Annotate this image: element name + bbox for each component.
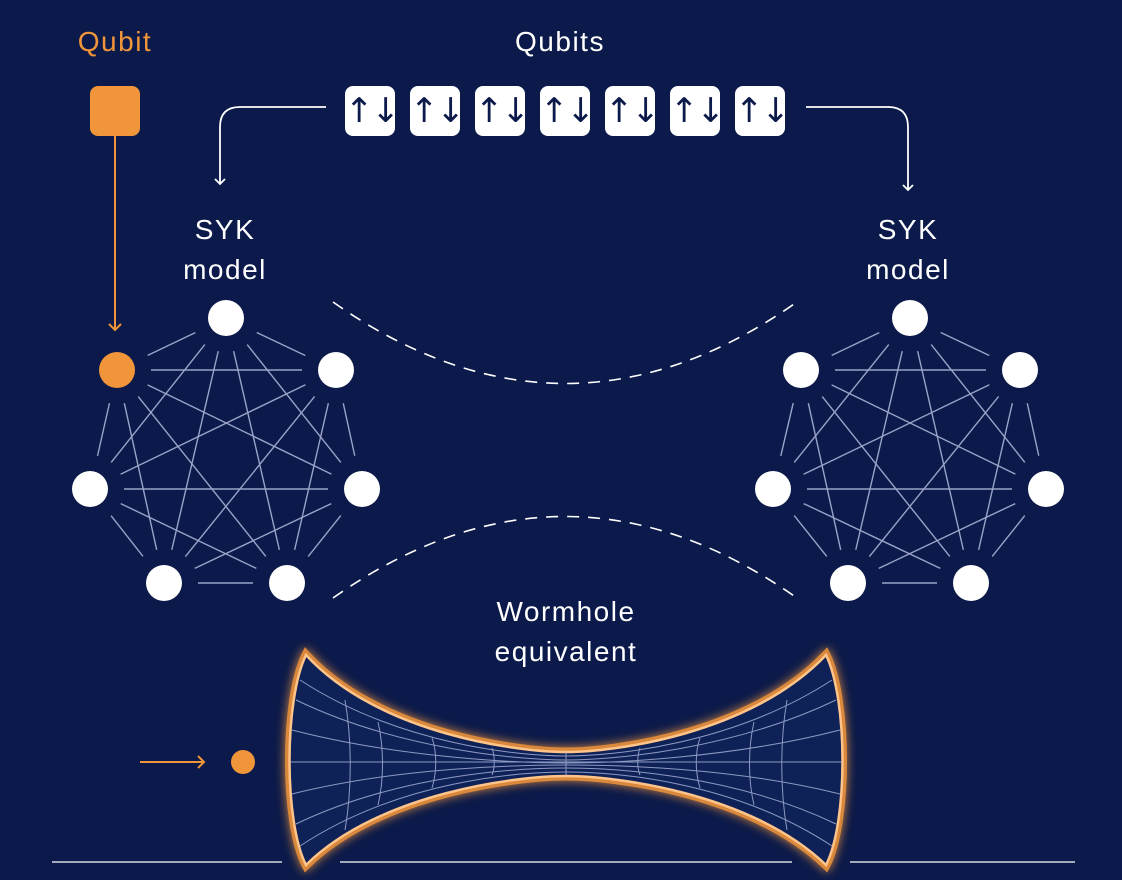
qubit-spin-box: ↑↓	[410, 86, 465, 136]
qubit-spin-box: ↑↓	[540, 86, 595, 136]
syk-edge	[803, 502, 941, 570]
qubit-spin-box: ↑↓	[345, 86, 400, 136]
qubit-spin-box: ↑↓	[475, 86, 530, 136]
syk-edge	[803, 384, 990, 475]
orange-qubit-box	[90, 86, 140, 136]
syk-node	[783, 352, 819, 388]
syk-model-left-label: SYK model	[183, 214, 267, 285]
qubit-label: Qubit	[77, 26, 153, 57]
syk-edge	[342, 403, 356, 456]
syk-edge	[246, 344, 342, 463]
syk-edge	[307, 515, 342, 557]
syk-node	[146, 565, 182, 601]
wormhole-label: Wormhole equivalent	[494, 596, 638, 667]
syk-edge	[147, 384, 332, 475]
syk-edge	[793, 515, 828, 557]
syk-edge	[184, 396, 316, 557]
syk-edge	[977, 402, 1014, 551]
syk-node	[953, 565, 989, 601]
syk-edge	[793, 344, 890, 463]
incoming-qubit-dot	[231, 750, 255, 774]
syk-edge	[171, 350, 219, 551]
syk-edge	[120, 503, 257, 569]
syk-edge	[807, 403, 842, 550]
syk-node	[892, 300, 928, 336]
syk-node	[72, 471, 108, 507]
syk-node-highlighted	[99, 352, 135, 388]
syk-edge	[123, 403, 158, 550]
syk-edge	[831, 384, 1016, 475]
qubits-label: Qubits	[515, 26, 605, 57]
syk-node	[318, 352, 354, 388]
syk-edge	[96, 403, 111, 456]
wormhole-shape	[290, 655, 843, 865]
dashed-arc-bottom	[332, 515, 798, 599]
arrow-to-left-syk	[214, 106, 326, 186]
syk-edge	[120, 384, 306, 475]
syk-edge	[110, 515, 144, 557]
syk-edge	[991, 515, 1026, 557]
syk-edge	[110, 344, 206, 463]
syk-node	[269, 565, 305, 601]
qubit-spin-box: ↑↓	[605, 86, 660, 136]
syk-edge	[878, 502, 1016, 570]
syk-node	[1002, 352, 1038, 388]
syk-edge	[868, 396, 1000, 557]
syk-node	[830, 565, 866, 601]
syk-node	[755, 471, 791, 507]
syk-model-right-label: SYK model	[866, 214, 950, 285]
syk-edge	[256, 331, 306, 357]
syk-edge	[780, 402, 794, 457]
wormhole-grid	[290, 679, 842, 847]
syk-edge	[137, 396, 267, 557]
syk-edge	[821, 396, 951, 557]
syk-node	[344, 471, 380, 507]
syk-edge	[831, 332, 880, 356]
qubit-array: ↑↓ ↑↓ ↑↓ ↑↓ ↑↓ ↑↓ ↑↓	[345, 86, 790, 136]
syk-edge	[930, 344, 1026, 463]
dashed-arc-top	[332, 301, 798, 385]
syk-graph-left	[72, 300, 380, 601]
syk-graph-right	[755, 300, 1064, 601]
syk-edge	[916, 350, 965, 551]
syk-edge	[940, 331, 990, 357]
qubit-spin-box: ↑↓	[670, 86, 725, 136]
syk-edge	[1026, 403, 1040, 456]
syk-edge	[232, 350, 281, 551]
syk-edge	[194, 502, 332, 570]
arrow-to-right-syk	[806, 106, 914, 192]
syk-node	[1028, 471, 1064, 507]
syk-edge	[293, 402, 330, 551]
syk-edge	[855, 350, 903, 551]
qubit-spin-box: ↑↓	[735, 86, 790, 136]
syk-edge	[147, 332, 196, 356]
syk-node	[208, 300, 244, 336]
